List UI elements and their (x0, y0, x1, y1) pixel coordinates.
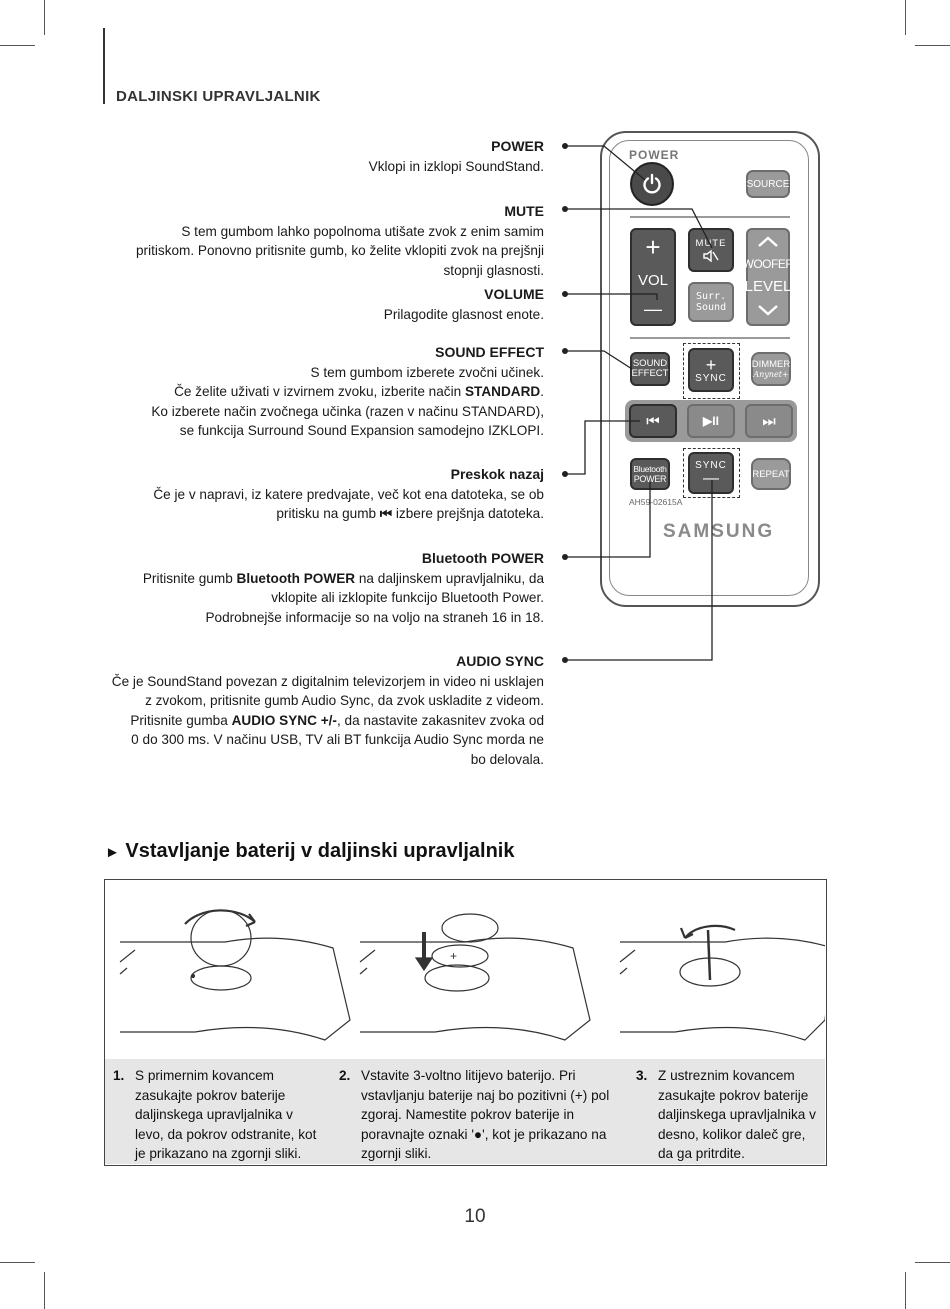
desc-title: MUTE (504, 203, 544, 219)
battery-illustrations: + (119, 909, 825, 1041)
battery-steps-band (105, 1059, 825, 1164)
mute-button[interactable]: MUTE (688, 228, 734, 272)
volume-rocker[interactable]: + VOL — (630, 228, 676, 326)
crop-mark (44, 0, 45, 35)
desc-line: Pritisnite gumba AUDIO SYNC +/-, da nast… (130, 712, 544, 728)
repeat-button[interactable]: REPEAT (751, 458, 791, 490)
step-text: Vstavite 3-voltno litijevo baterijo. Pri… (361, 1068, 610, 1161)
desc-line: Vklopi in izklopi SoundStand. (368, 158, 544, 174)
crop-mark (0, 45, 35, 46)
desc-line: 0 do 300 ms. V načinu USB, TV ali BT fun… (131, 732, 544, 747)
desc-audio-sync: AUDIO SYNC Če je SoundStand povezan z di… (112, 652, 544, 769)
mute-label: MUTE (695, 237, 727, 249)
anynet-logo: Anynet+ (753, 370, 789, 379)
skip-forward-icon: ⏭ (762, 412, 776, 430)
desc-title: VOLUME (484, 286, 544, 302)
desc-line: stopnji glasnosti. (443, 262, 545, 278)
separator (630, 337, 790, 339)
source-button[interactable]: SOURCE (746, 170, 790, 198)
crop-mark (915, 45, 950, 46)
desc-power: POWER Vklopi in izklopi SoundStand. (369, 137, 544, 176)
play-pause-icon: ▶II (703, 414, 719, 428)
page-header: DALJINSKI UPRAVLJALNIK (116, 88, 321, 105)
crop-mark (915, 1262, 950, 1263)
desc-mute: MUTE S tem gumbom lahko popolnoma utišat… (136, 202, 544, 280)
crop-mark (0, 1262, 35, 1263)
desc-skip-back: Preskok nazaj Če je v napravi, iz katere… (153, 465, 544, 524)
desc-line: z zvokom, pritisnite gumb Audio Sync, da… (145, 693, 544, 708)
mute-icon (703, 249, 719, 262)
page-number: 10 (464, 1206, 486, 1227)
desc-title: AUDIO SYNC (456, 653, 544, 669)
separator (630, 216, 790, 218)
desc-line: S tem gumbom lahko popolnoma utišate zvo… (181, 223, 544, 239)
vol-plus: + (645, 232, 661, 262)
sound-effect-button[interactable]: SOUND EFFECT (630, 352, 670, 386)
triangle-bullet-icon: ► (105, 844, 120, 861)
chevron-down-icon (758, 305, 778, 316)
desc-title: SOUND EFFECT (435, 344, 544, 360)
samsung-logo: SAMSUNG (663, 521, 775, 542)
power-icon (643, 173, 661, 194)
desc-title: POWER (491, 138, 544, 154)
desc-line: Pritisnite gumb Bluetooth POWER na dalji… (142, 570, 544, 586)
sync-minus-button[interactable]: SYNC — (688, 452, 734, 494)
step-text: Z ustreznim kovancem zasukajte pokrov ba… (658, 1068, 816, 1161)
desc-line: Če želite uživati v izvirnem zvoku, izbe… (174, 384, 544, 399)
desc-line: Podrobnejše informacije so na voljo na s… (205, 609, 544, 625)
callout-lines (562, 143, 713, 663)
sync-plus-button[interactable]: + SYNC (688, 348, 734, 392)
power-button[interactable] (630, 162, 674, 206)
battery-section-title: ► Vstavljanje baterij v daljinski upravl… (105, 840, 515, 862)
vol-minus: — (644, 299, 662, 319)
vol-label: VOL (637, 271, 668, 289)
battery-plus-sign: + (450, 949, 457, 963)
desc-line: pritiskom. Ponovno pritisnite gumb, ko ž… (136, 243, 544, 258)
crop-mark (905, 0, 906, 35)
desc-line: Prilagodite glasnost enote. (383, 306, 544, 322)
desc-title: Bluetooth POWER (421, 550, 544, 566)
skip-back-icon: ⏮ (379, 506, 393, 521)
model-number: AH59-02615A (629, 497, 683, 507)
desc-volume: VOLUME Prilagodite glasnost enote. (384, 285, 544, 324)
desc-line: Če je v napravi, iz katere predvajate, v… (153, 486, 544, 502)
battery-instructions-box (104, 879, 827, 1166)
chevron-up-icon (758, 236, 778, 247)
play-pause-button[interactable]: ▶II (687, 404, 735, 438)
desc-bluetooth-power: Bluetooth POWER Pritisnite gumb Bluetoot… (143, 549, 544, 627)
surround-sound-button[interactable]: Surr. Sound (688, 282, 734, 322)
desc-line: Če je SoundStand povezan z digitalnim te… (111, 673, 544, 689)
desc-line: bo delovala. (470, 751, 544, 767)
desc-line: S tem gumbom izberete zvočni učinek. (310, 364, 544, 380)
step-text: S primernim kovancem zasukajte pokrov ba… (135, 1068, 317, 1161)
crop-mark (905, 1272, 906, 1309)
desc-line: vklopite ali izklopite funkcijo Bluetoot… (271, 590, 544, 605)
desc-sound-effect: SOUND EFFECT S tem gumbom izberete zvočn… (151, 343, 544, 441)
power-label: POWER (629, 148, 680, 162)
skip-back-icon: ⏮ (646, 412, 660, 430)
skip-forward-button[interactable]: ⏭ (745, 404, 793, 438)
desc-line: Ko izberete način zvočnega učinka (razen… (151, 403, 544, 419)
crop-mark (44, 1272, 45, 1309)
dimmer-button[interactable]: DIMMER Anynet+ (751, 352, 791, 386)
sync-plus-highlight (683, 343, 740, 399)
woofer-level-rocker[interactable]: WOOFER LEVEL (743, 228, 794, 326)
desc-line: pritisku na gumb ⏮ izbere prejšnja datot… (276, 506, 544, 521)
remote-control-inner (609, 140, 809, 596)
desc-line: se funkcija Surround Sound Expansion sam… (179, 423, 544, 438)
desc-title: Preskok nazaj (450, 466, 544, 482)
header-rule (103, 28, 105, 104)
